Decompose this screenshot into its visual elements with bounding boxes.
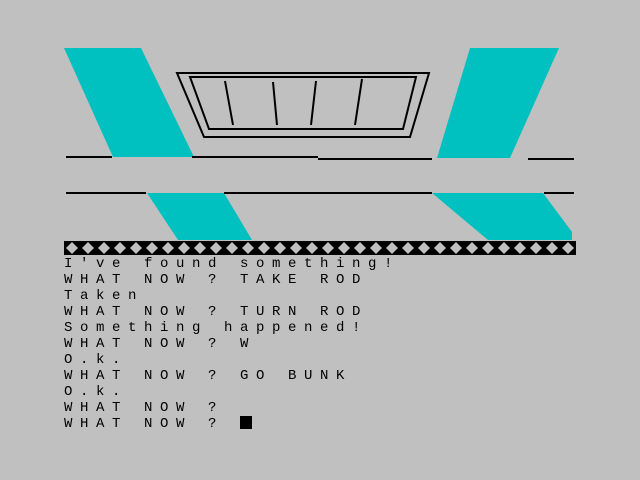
strip-diamond xyxy=(306,242,318,254)
strip-diamond xyxy=(210,242,222,254)
strip-diamond xyxy=(114,242,126,254)
strip-diamond xyxy=(274,242,286,254)
left-upper-beam xyxy=(64,48,194,157)
strip-diamond xyxy=(146,242,158,254)
strip-diamond xyxy=(546,242,558,254)
transcript-line: WHAT NOW ? TAKE ROD xyxy=(64,272,369,288)
transcript-line: Something happened! xyxy=(64,320,369,336)
decorative-strip xyxy=(64,241,576,255)
strip-diamond xyxy=(514,242,526,254)
ceiling-hatch xyxy=(175,72,431,138)
transcript-line: WHAT NOW ? xyxy=(64,400,225,416)
transcript-line: I've found something! xyxy=(64,256,401,272)
strip-diamond xyxy=(402,242,414,254)
strip-diamond xyxy=(178,242,190,254)
transcript-line: WHAT NOW ? W xyxy=(64,336,257,352)
strip-diamond xyxy=(258,242,270,254)
left-lower-beam xyxy=(147,193,252,240)
right-upper-beam xyxy=(437,48,559,158)
strip-diamond xyxy=(242,242,254,254)
strip-diamond xyxy=(386,242,398,254)
strip-diamond xyxy=(322,242,334,254)
strip-diamond xyxy=(434,242,446,254)
room-scene xyxy=(64,48,576,255)
text-cursor xyxy=(240,416,253,429)
strip-diamond xyxy=(530,242,542,254)
strip-diamond xyxy=(482,242,494,254)
strip-diamond xyxy=(290,242,302,254)
strip-diamond xyxy=(370,242,382,254)
strip-diamond xyxy=(226,242,238,254)
strip-diamond xyxy=(418,242,430,254)
strip-diamond xyxy=(98,242,110,254)
strip-diamond xyxy=(466,242,478,254)
strip-diamond xyxy=(194,242,206,254)
strip-diamond xyxy=(354,242,366,254)
strip-diamond xyxy=(82,242,94,254)
right-lower-beam xyxy=(432,193,572,240)
strip-diamond xyxy=(130,242,142,254)
transcript-line: O.k. xyxy=(64,384,129,400)
transcript-line: WHAT NOW ? TURN ROD xyxy=(64,304,369,320)
strip-diamond xyxy=(66,242,78,254)
strip-diamond xyxy=(162,242,174,254)
transcript-line: WHAT NOW ? GO BUNK xyxy=(64,368,353,384)
strip-diamond xyxy=(338,242,350,254)
transcript: I've found something! WHAT NOW ? TAKE RO… xyxy=(64,256,400,432)
strip-diamond xyxy=(562,242,574,254)
transcript-line: Taken xyxy=(64,288,145,304)
prompt-label: WHAT NOW ? xyxy=(64,416,225,432)
transcript-line: O.k. xyxy=(64,352,129,368)
strip-diamond xyxy=(450,242,462,254)
command-input[interactable]: WHAT NOW ? xyxy=(64,416,400,432)
floor-lines xyxy=(66,156,574,194)
strip-diamond xyxy=(498,242,510,254)
